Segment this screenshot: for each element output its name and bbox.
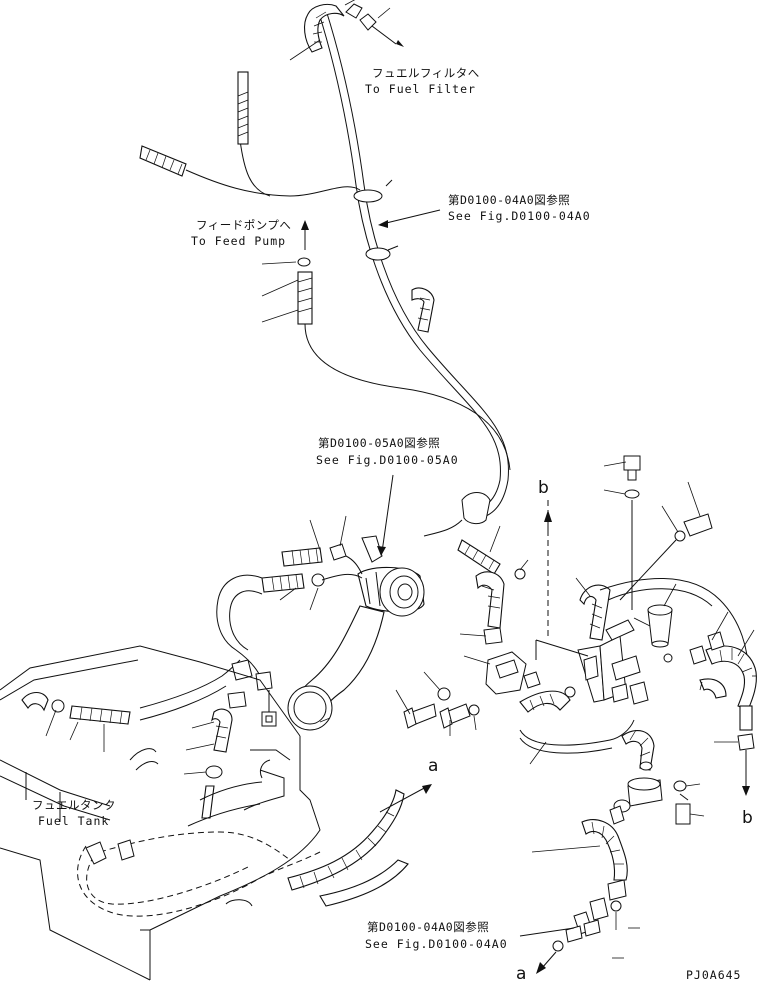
marker-a-mid: a <box>428 756 439 776</box>
marker-a-bottom: a <box>516 964 527 984</box>
filter-bracket-assembly <box>395 455 757 796</box>
fuel-filter-label-en: To Fuel Filter <box>365 82 476 96</box>
marker-b-right: b <box>742 808 753 828</box>
feed-pump-hose <box>261 220 511 471</box>
upper-fuel-line <box>289 0 509 521</box>
ref2-label-jp: 第D0100-05A0図参照 <box>318 436 441 450</box>
ref1-label-en: See Fig.D0100-04A0 <box>448 209 591 223</box>
fuel-tank-label-jp: フュエルタンク <box>32 798 116 812</box>
feed-pump-label-en: To Feed Pump <box>191 234 287 248</box>
small-hose-piece <box>411 287 435 333</box>
drawing-code: PJ0A645 <box>686 968 742 982</box>
ref2-label-en: See Fig.D0100-05A0 <box>316 453 459 467</box>
ref1-label-jp: 第D0100-04A0図参照 <box>448 193 571 207</box>
tank-return-hoses <box>287 784 432 907</box>
lower-hoses <box>519 719 705 974</box>
ref3-label-en: See Fig.D0100-04A0 <box>365 937 508 951</box>
fuel-tank <box>0 645 321 981</box>
strainer-assembly <box>261 474 425 731</box>
return-hose-upper <box>139 71 361 197</box>
marker-b-top: b <box>538 478 549 498</box>
ref3-label-jp: 第D0100-04A0図参照 <box>367 920 490 934</box>
tank-hose-loop <box>21 574 277 819</box>
feed-pump-label-jp: フィードポンプへ <box>196 218 292 232</box>
fuel-filter-label-jp: フュエルフィルタへ <box>372 66 480 80</box>
fuel-tank-label-en: Fuel Tank <box>38 814 110 828</box>
